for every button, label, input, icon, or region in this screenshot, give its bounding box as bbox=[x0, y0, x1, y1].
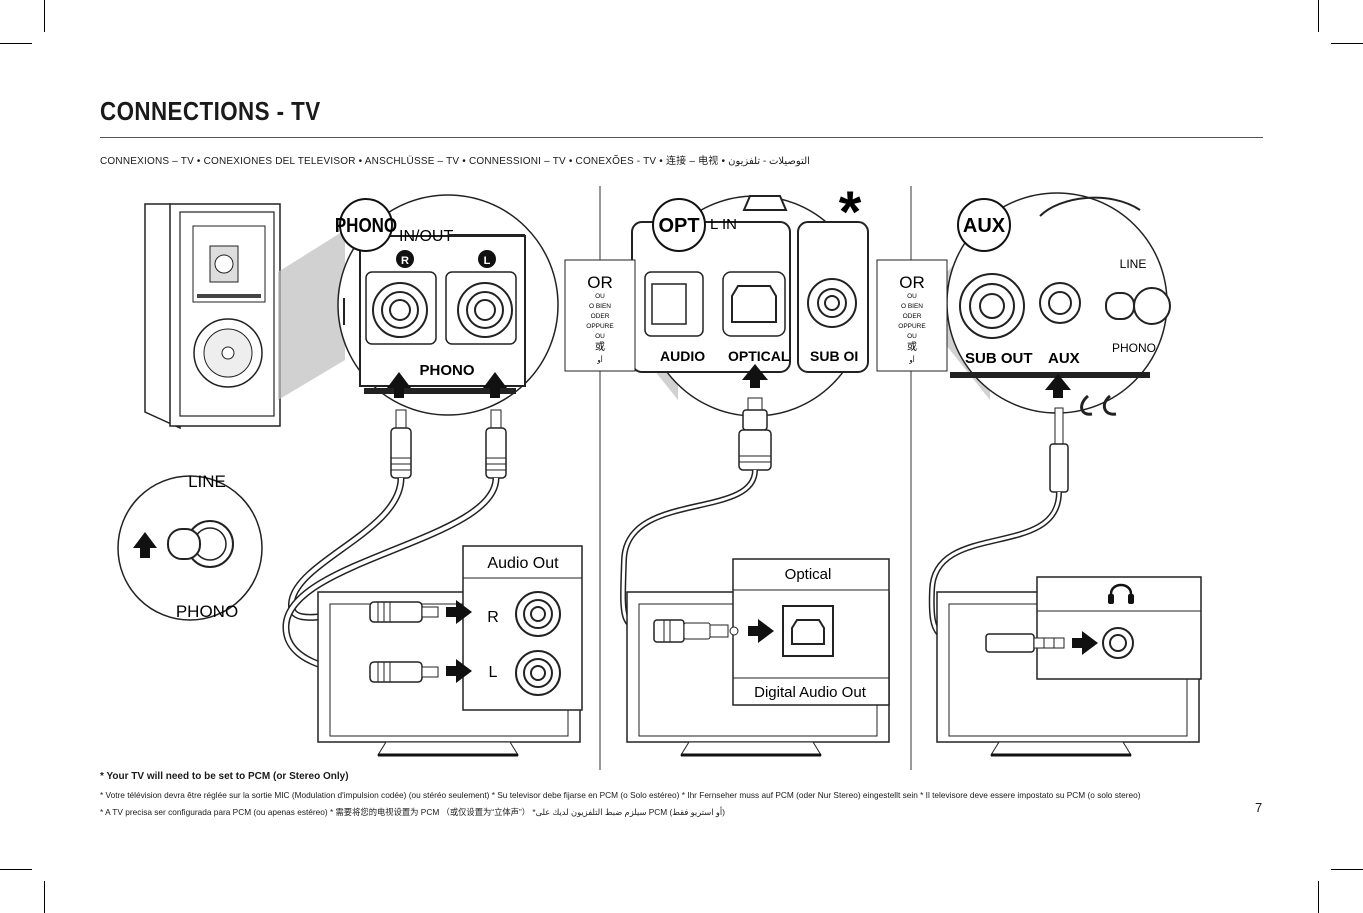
aux-phono-label: PHONO bbox=[1112, 341, 1156, 355]
page-title: CONNECTIONS - TV bbox=[100, 96, 321, 126]
tv-headphone-jack bbox=[1102, 627, 1134, 659]
rca-plug-left bbox=[485, 409, 507, 479]
zoom-wedge bbox=[278, 230, 345, 400]
crop-mark bbox=[0, 869, 32, 870]
switch-line-label: LINE bbox=[188, 472, 226, 491]
aux-line-label: LINE bbox=[1120, 257, 1147, 271]
or-translation: OU bbox=[907, 333, 917, 340]
audio-out-title: Audio Out bbox=[487, 555, 559, 572]
or-box bbox=[564, 259, 636, 372]
rca-plug-right bbox=[390, 409, 412, 479]
crop-mark bbox=[1331, 43, 1363, 44]
r-jack-label: R bbox=[401, 255, 409, 267]
or-translation: أو bbox=[596, 355, 602, 364]
pcm-note: * Your TV will need to be set to PCM (or… bbox=[100, 771, 349, 782]
page-subtitle: CONNEXIONS – TV • CONEXIONES DEL TELEVIS… bbox=[100, 156, 810, 167]
rca-plug-horizontal bbox=[369, 661, 439, 683]
or-translation: O BIEN bbox=[589, 303, 611, 310]
phono-input-label: PHONO bbox=[419, 362, 474, 379]
arrow-up-icon bbox=[133, 532, 157, 558]
arrow-right-icon bbox=[446, 600, 472, 624]
speaker-illustration bbox=[144, 203, 281, 430]
optical-plug-horizontal bbox=[653, 619, 739, 643]
optical-title: Optical bbox=[785, 566, 832, 583]
aux-plug-vertical bbox=[1049, 407, 1069, 493]
optical-zoom-circle bbox=[631, 195, 869, 417]
arrow-up-icon bbox=[387, 372, 411, 398]
arrow-right-icon bbox=[1072, 631, 1098, 655]
crop-mark bbox=[44, 0, 45, 32]
opt-badge bbox=[652, 198, 706, 252]
title-rule bbox=[100, 137, 1263, 138]
aux-label: AUX bbox=[1048, 350, 1080, 367]
pcm-note-translations: * Votre télévision devra être réglée sur… bbox=[100, 790, 1141, 800]
audio-label: AUDIO bbox=[660, 348, 705, 364]
arrow-up-icon bbox=[1045, 374, 1071, 398]
or-translation: OPPURE bbox=[898, 323, 926, 330]
page-number: 7 bbox=[1255, 800, 1263, 815]
or-translation: 或 bbox=[907, 341, 917, 353]
tv-rca-jack-l bbox=[515, 650, 561, 696]
or-translation: 或 bbox=[595, 341, 605, 353]
aux-sub-out-label: SUB OUT bbox=[965, 350, 1033, 367]
or-translation: OU bbox=[907, 293, 917, 300]
connection-diagram: PHONO IN/OUT R L PHONO Audio Out R L bbox=[117, 180, 1202, 770]
headphone-icon bbox=[1108, 583, 1134, 604]
aux-plug-horizontal bbox=[985, 633, 1065, 653]
crop-mark bbox=[1318, 0, 1319, 32]
or-translation: OU bbox=[595, 293, 605, 300]
digital-audio-out-label: Digital Audio Out bbox=[754, 684, 867, 701]
or-label: OR bbox=[587, 273, 613, 292]
l-in-label: L IN bbox=[710, 216, 737, 233]
line-phono-switch-circle bbox=[117, 475, 263, 621]
crop-mark bbox=[0, 43, 32, 44]
pcm-asterisk: * bbox=[839, 180, 862, 245]
or-translation: ODER bbox=[903, 313, 922, 320]
sub-out-label: SUB OI bbox=[810, 348, 858, 364]
rca-plug-horizontal bbox=[369, 601, 439, 623]
tv-r-label: R bbox=[487, 609, 499, 626]
or-translation: OU bbox=[595, 333, 605, 340]
crop-mark bbox=[1318, 881, 1319, 913]
crop-mark bbox=[1331, 869, 1363, 870]
crop-mark bbox=[44, 881, 45, 913]
in-out-label: IN/OUT bbox=[399, 228, 453, 245]
pcm-note-translations: * A TV precisa ser configurada para PCM … bbox=[100, 807, 725, 817]
aux-zoom-circle bbox=[946, 192, 1171, 416]
tv-l-label: L bbox=[489, 664, 498, 681]
l-jack-label: L bbox=[484, 255, 491, 267]
aux-zoom-label: AUX bbox=[963, 215, 1006, 237]
optical-plug-vertical bbox=[738, 397, 772, 471]
arrow-right-icon bbox=[748, 619, 774, 643]
phono-badge bbox=[339, 198, 393, 252]
or-box bbox=[876, 259, 948, 372]
opt-zoom-label: OPT bbox=[658, 215, 699, 237]
arrow-up-icon bbox=[742, 364, 768, 388]
tv-optical-jack bbox=[782, 605, 834, 657]
phono-zoom-label: PHONO bbox=[335, 214, 397, 237]
or-translation: O BIEN bbox=[901, 303, 923, 310]
tv-rca-jack-r bbox=[515, 591, 561, 637]
switch-phono-label: PHONO bbox=[176, 602, 238, 621]
or-translation: ODER bbox=[591, 313, 610, 320]
arrow-right-icon bbox=[446, 659, 472, 683]
or-translation: OPPURE bbox=[586, 323, 614, 330]
arrow-up-icon bbox=[483, 372, 507, 398]
optical-label: OPTICAL bbox=[728, 348, 790, 364]
or-label: OR bbox=[899, 273, 925, 292]
phono-zoom-circle bbox=[337, 194, 559, 416]
aux-badge bbox=[957, 198, 1011, 252]
or-translation: أو bbox=[908, 355, 914, 364]
